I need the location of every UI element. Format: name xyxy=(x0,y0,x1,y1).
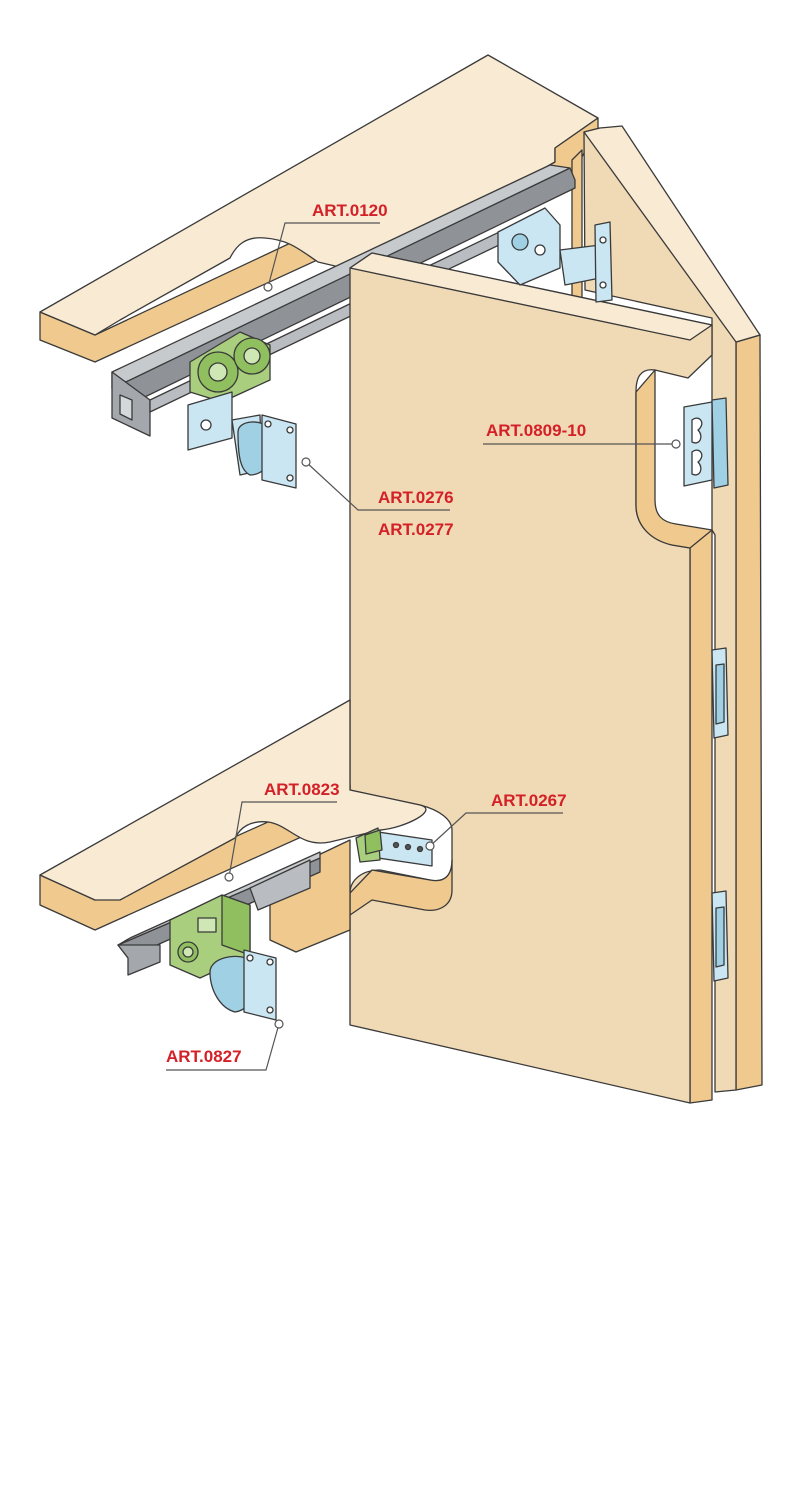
callout-art-0120: ART.0120 xyxy=(263,201,388,292)
callout-art-0823: ART.0823 xyxy=(224,780,340,882)
label-art-0120: ART.0120 xyxy=(312,201,388,220)
label-art-0267: ART.0267 xyxy=(491,791,567,810)
label-art-0277: ART.0277 xyxy=(378,520,454,539)
label-art-0809-10: ART.0809-10 xyxy=(486,421,586,440)
piano-hinge-upper xyxy=(683,397,729,489)
callout-art-0267: ART.0267 xyxy=(425,791,567,851)
callout-art-0809-10: ART.0809-10 xyxy=(483,421,681,449)
piano-hinge-middle xyxy=(711,647,729,739)
callout-art-0827: ART.0827 xyxy=(166,1019,284,1071)
bottom-roller-carriage xyxy=(169,894,277,1021)
label-art-0276: ART.0276 xyxy=(378,488,454,507)
label-art-0827: ART.0827 xyxy=(166,1047,242,1066)
top-roller-carriage xyxy=(187,331,297,489)
piano-hinge-lower xyxy=(711,890,729,982)
callout-art-0276-0277: ART.0276 ART.0277 xyxy=(301,457,454,539)
top-pivot-fitting xyxy=(497,207,613,303)
label-art-0823: ART.0823 xyxy=(264,780,340,799)
pivot-bracket xyxy=(355,827,433,867)
folding-door xyxy=(349,125,763,1104)
bottom-shelf xyxy=(39,699,427,953)
